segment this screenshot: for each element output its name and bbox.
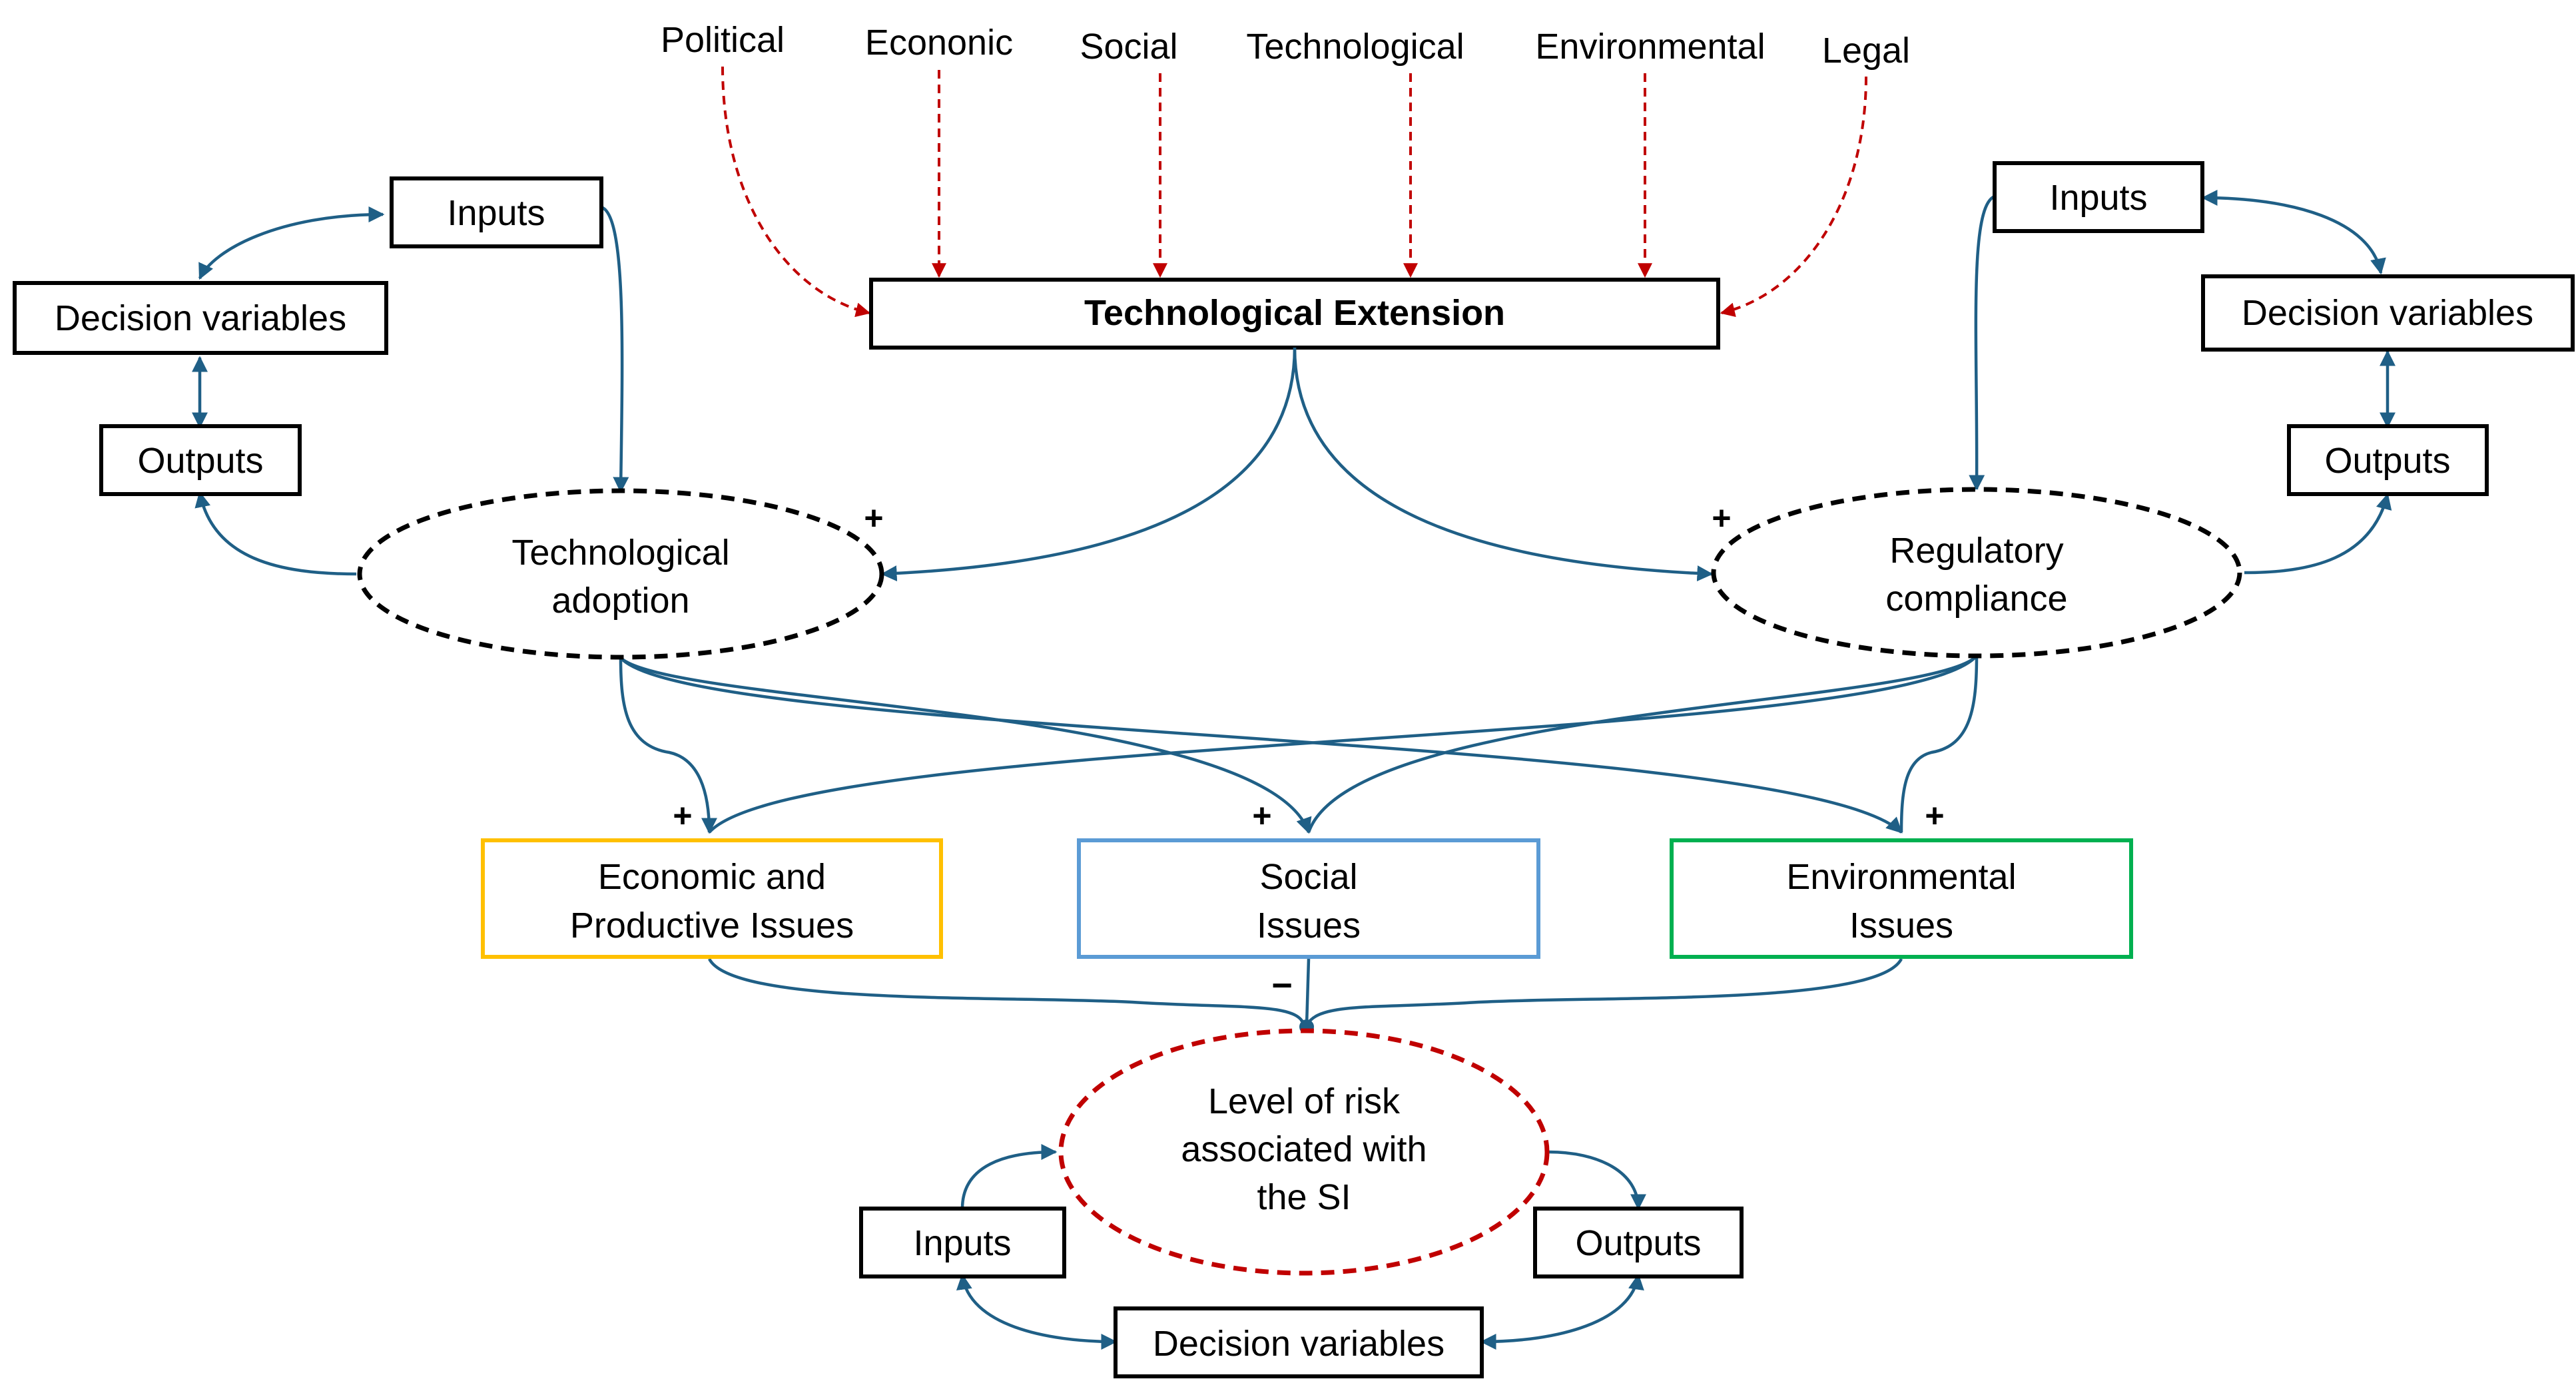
risk-sign: − (1271, 966, 1293, 1005)
right-decision-variables-box (2201, 274, 2575, 352)
driver-arrows (721, 66, 1867, 318)
bottom-outputs-box (1533, 1207, 1744, 1278)
environmental-issues-line1: Environmental (1786, 857, 2016, 897)
left-inputs-box (390, 176, 603, 248)
driver-environmental: Environmental (1535, 27, 1765, 67)
tech-adoption-line1: Technological (511, 533, 729, 573)
environmental-issues-line2: Issues (1849, 906, 1953, 946)
left-decision-variables-label: Decision variables (55, 298, 346, 338)
social-issues-line2: Issues (1257, 906, 1361, 946)
economic-issues-line1: Economic and (598, 857, 826, 897)
social-issues-line1: Social (1259, 857, 1357, 897)
bottom-decision-variables-label: Decision variables (1153, 1324, 1445, 1364)
regulatory-compliance-node (1711, 487, 2242, 659)
driver-economic: Econonic (865, 23, 1013, 63)
bottom-inputs-box (859, 1207, 1066, 1278)
social-issues-sign: + (1252, 797, 1271, 834)
tech-extension-box (869, 278, 1720, 350)
tech-adoption-sign: + (864, 499, 883, 537)
left-decision-variables-box (13, 281, 388, 355)
driver-technological: Technological (1246, 27, 1464, 67)
economic-issues-box (481, 838, 943, 959)
political-arrow (721, 66, 871, 318)
tech-extension-label: Technological Extension (1084, 293, 1505, 333)
bottom-inputs-label: Inputs (913, 1223, 1011, 1263)
environmental-issues-sign: + (1925, 797, 1944, 834)
tech-adoption-node (357, 488, 884, 660)
economic-issues-line2: Productive Issues (570, 906, 854, 946)
flow-connectors (192, 190, 2396, 1350)
social-issues-box (1077, 838, 1540, 959)
environmental-issues-box (1670, 838, 2133, 959)
economic-issues-sign: + (673, 797, 692, 834)
regulatory-sign: + (1712, 499, 1731, 537)
risk-line1: Level of risk (1208, 1081, 1401, 1121)
right-outputs-box (2287, 424, 2489, 496)
driver-legal: Legal (1822, 31, 1910, 71)
bottom-decision-variables-box (1114, 1306, 1484, 1378)
right-outputs-label: Outputs (2324, 441, 2450, 481)
tech-adoption-line2: adoption (551, 581, 689, 621)
regulatory-line1: Regulatory (1889, 531, 2063, 571)
left-outputs-label: Outputs (137, 441, 263, 481)
right-decision-variables-label: Decision variables (2242, 293, 2533, 333)
legal-arrow (1720, 76, 1867, 318)
driver-social: Social (1080, 27, 1177, 67)
risk-line2: associated with (1181, 1129, 1427, 1169)
left-outputs-box (99, 424, 302, 496)
left-inputs-label: Inputs (447, 193, 545, 233)
risk-line3: the SI (1257, 1177, 1351, 1217)
driver-political: Political (661, 20, 785, 60)
regulatory-line2: compliance (1885, 579, 2067, 619)
right-inputs-label: Inputs (2049, 178, 2147, 218)
bottom-outputs-label: Outputs (1575, 1223, 1701, 1263)
risk-node (1058, 1028, 1550, 1276)
right-inputs-box (1993, 161, 2204, 233)
